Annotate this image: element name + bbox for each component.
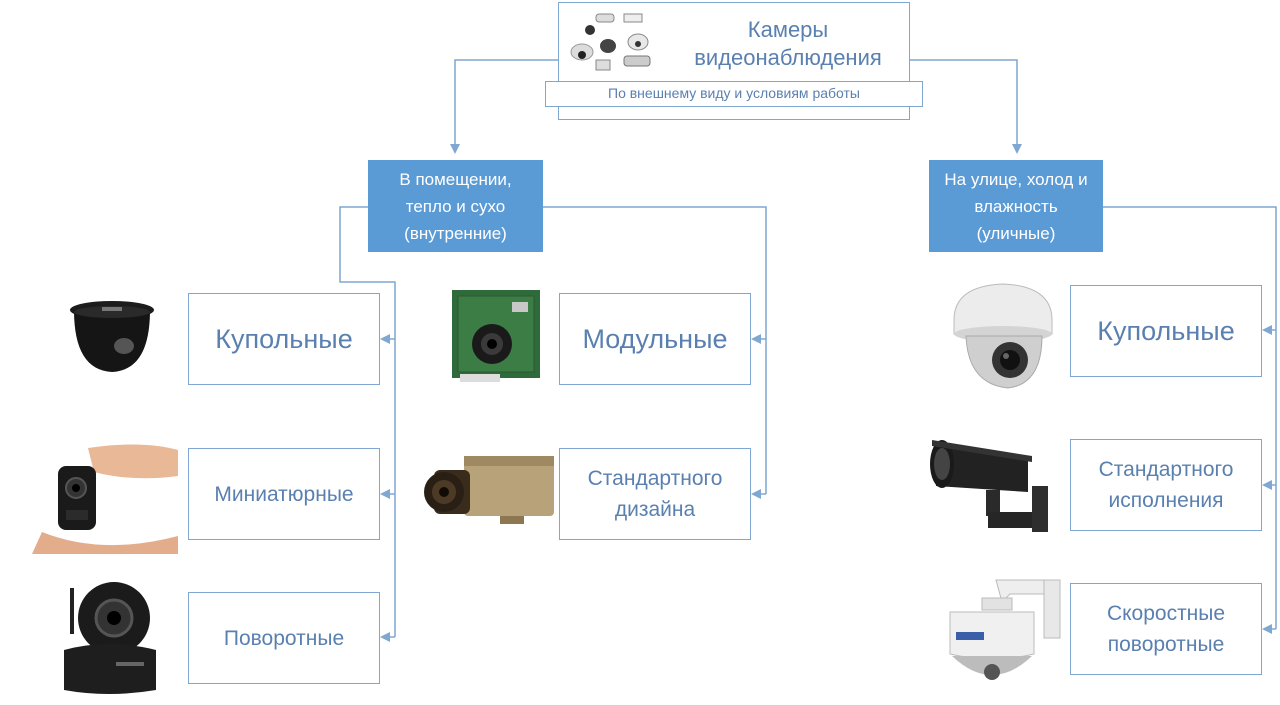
speed-dome-camera-icon (949, 579, 1061, 680)
miniature-camera-icon (32, 444, 178, 554)
leaf-outdoor-standard: Стандартного исполнения (1070, 439, 1262, 531)
leaf-outdoor-dome: Купольные (1070, 285, 1262, 377)
board-camera-icon (452, 290, 540, 382)
leaf-indoor-standard: Стандартного дизайна (559, 448, 751, 540)
leaf-indoor-dome: Купольные (188, 293, 380, 385)
leaf-indoor-mini: Миниатюрные (188, 448, 380, 540)
box-camera-icon (424, 456, 554, 524)
leaf-indoor-modular: Модульные (559, 293, 751, 385)
leaf-outdoor-speed: Скоростные поворотные (1070, 583, 1262, 675)
indoor-dome-camera-icon (70, 301, 154, 372)
root-subtitle: По внешнему виду и условиям работы (545, 81, 923, 107)
indoor-ptz-camera-icon (64, 582, 156, 694)
leaf-indoor-ptz: Поворотные (188, 592, 380, 684)
bullet-camera-icon (930, 440, 1048, 532)
category-indoor: В помещении, тепло и сухо (внутренние) (368, 160, 543, 252)
outdoor-dome-camera-icon (953, 283, 1053, 389)
root-title: Камеры видеонаблюдения (694, 17, 882, 70)
category-outdoor: На улице, холод и влажность (уличные) (929, 160, 1103, 252)
camera-collage-icon (570, 13, 651, 71)
